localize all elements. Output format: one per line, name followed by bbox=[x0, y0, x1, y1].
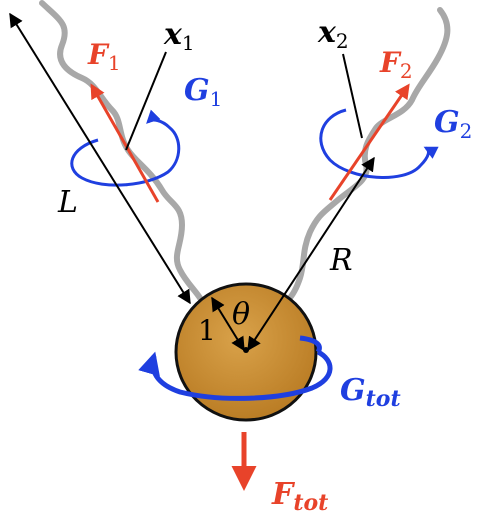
g1-label: G1 bbox=[184, 73, 222, 111]
ftot-label: Ftot bbox=[271, 477, 328, 516]
l-label: L bbox=[57, 185, 78, 220]
theta-label: θ bbox=[232, 297, 250, 332]
r-label: R bbox=[329, 243, 353, 278]
one-label: 1 bbox=[198, 314, 216, 347]
sphere-center bbox=[243, 347, 249, 353]
radius-vector bbox=[211, 296, 245, 352]
f2-label: F2 bbox=[379, 46, 413, 83]
g1-arrow bbox=[70, 109, 181, 187]
gtot-label: Gtot bbox=[340, 373, 401, 412]
g2-label: G2 bbox=[434, 105, 472, 143]
gtot-arrow bbox=[138, 349, 333, 401]
f2-arrow bbox=[328, 83, 410, 201]
r-vector bbox=[247, 156, 375, 352]
f1-label: F1 bbox=[87, 38, 121, 75]
x2-label: x2 bbox=[317, 15, 349, 53]
x2-leader bbox=[342, 53, 363, 139]
right-filament bbox=[285, 7, 451, 303]
l-vector bbox=[9, 12, 191, 305]
x1-label: x1 bbox=[163, 17, 195, 55]
x1-leader bbox=[125, 51, 167, 151]
g2-arrow bbox=[319, 108, 439, 179]
